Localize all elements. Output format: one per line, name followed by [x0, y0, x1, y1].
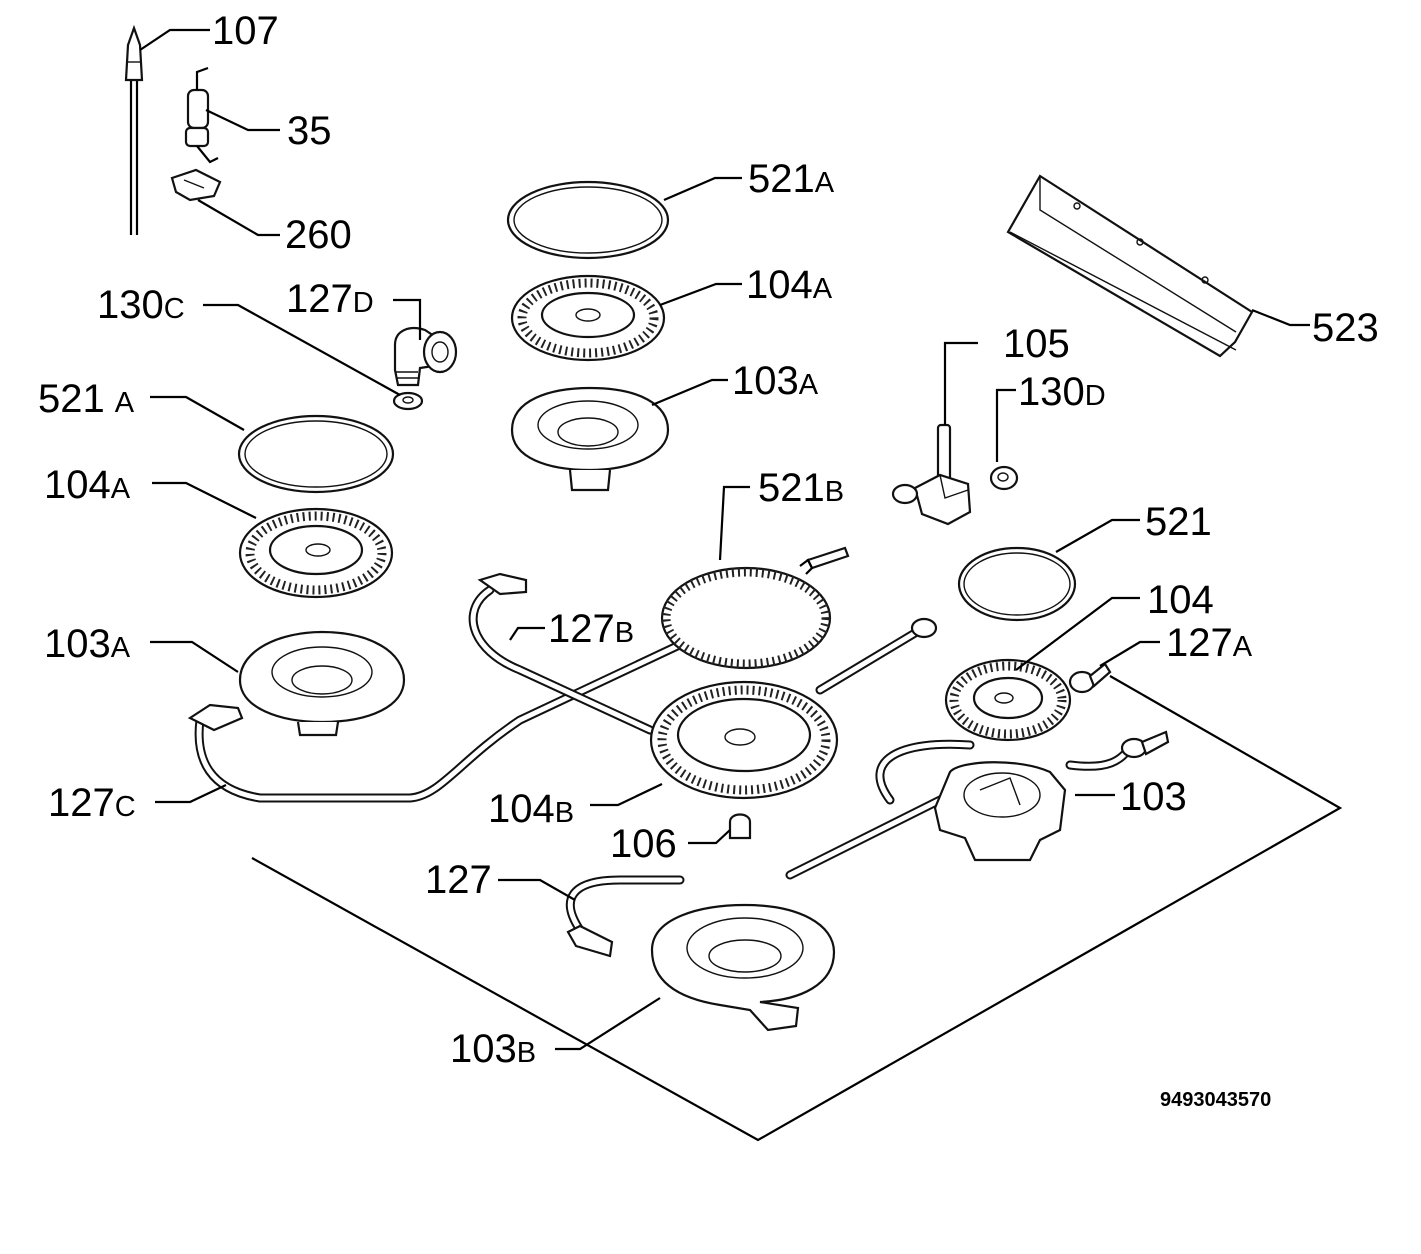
small-burner-cap — [957, 546, 1077, 622]
callout-260: 260 — [285, 213, 352, 257]
top-burner-base — [510, 386, 670, 492]
support-bracket — [1006, 174, 1254, 358]
left-flame-spreader — [238, 507, 394, 599]
callout-130d: 130D — [1018, 370, 1106, 414]
callout-104b: 104B — [488, 787, 574, 831]
callout-103b: 103B — [450, 1027, 536, 1071]
callout-105: 105 — [1003, 322, 1070, 366]
left-burner-cap — [237, 414, 395, 494]
small-burner-base — [933, 761, 1067, 862]
sealing-washer-130c — [392, 391, 424, 411]
middle-burner-cap — [660, 566, 832, 670]
diagram-code: 9493043570 — [1160, 1089, 1271, 1111]
gas-valve — [891, 423, 972, 526]
hob-plate-outline — [251, 675, 1343, 1142]
callout-35: 35 — [287, 109, 332, 153]
callout-104a-top: 104A — [746, 263, 833, 307]
ignition-electrode — [184, 66, 219, 164]
middle-flame-spreader — [649, 680, 839, 800]
callout-127: 127 — [425, 858, 492, 902]
callout-521a-top: 521A — [748, 157, 835, 201]
callout-521: 521 — [1145, 500, 1212, 544]
callout-104: 104 — [1147, 578, 1214, 622]
callout-104a-left: 104A — [44, 463, 131, 507]
left-burner-base — [238, 630, 406, 737]
small-flame-spreader — [944, 658, 1072, 742]
bottom-burner-base — [650, 903, 836, 1032]
callout-103a-top: 103A — [732, 359, 819, 403]
hose-connectors — [187, 572, 1170, 958]
callout-103a-left: 103A — [44, 622, 131, 666]
thermocouple — [124, 24, 144, 235]
retaining-screw — [799, 546, 850, 575]
callout-127a: 127A — [1166, 621, 1253, 665]
callout-103: 103 — [1120, 775, 1187, 819]
elbow-connector — [393, 327, 458, 387]
clip — [170, 168, 222, 202]
injector-nozzle — [728, 813, 752, 840]
leader-lines — [139, 28, 1310, 1051]
callout-127c: 127C — [48, 781, 136, 825]
top-burner-cap — [506, 180, 670, 260]
callout-127d: 127D — [286, 277, 374, 321]
callout-106: 106 — [610, 822, 677, 866]
callout-523: 523 — [1312, 306, 1379, 350]
sealing-washer-130d — [989, 465, 1019, 491]
callout-130c: 130C — [97, 283, 185, 327]
gas-pipes — [194, 585, 1135, 935]
callout-labels: 107 35 260 130C 127D 521A 104A 103A 523 … — [38, 9, 1379, 1111]
top-flame-spreader — [510, 274, 666, 362]
callout-127b: 127B — [548, 607, 634, 651]
callout-521b: 521B — [758, 466, 844, 510]
callout-107: 107 — [212, 9, 279, 53]
